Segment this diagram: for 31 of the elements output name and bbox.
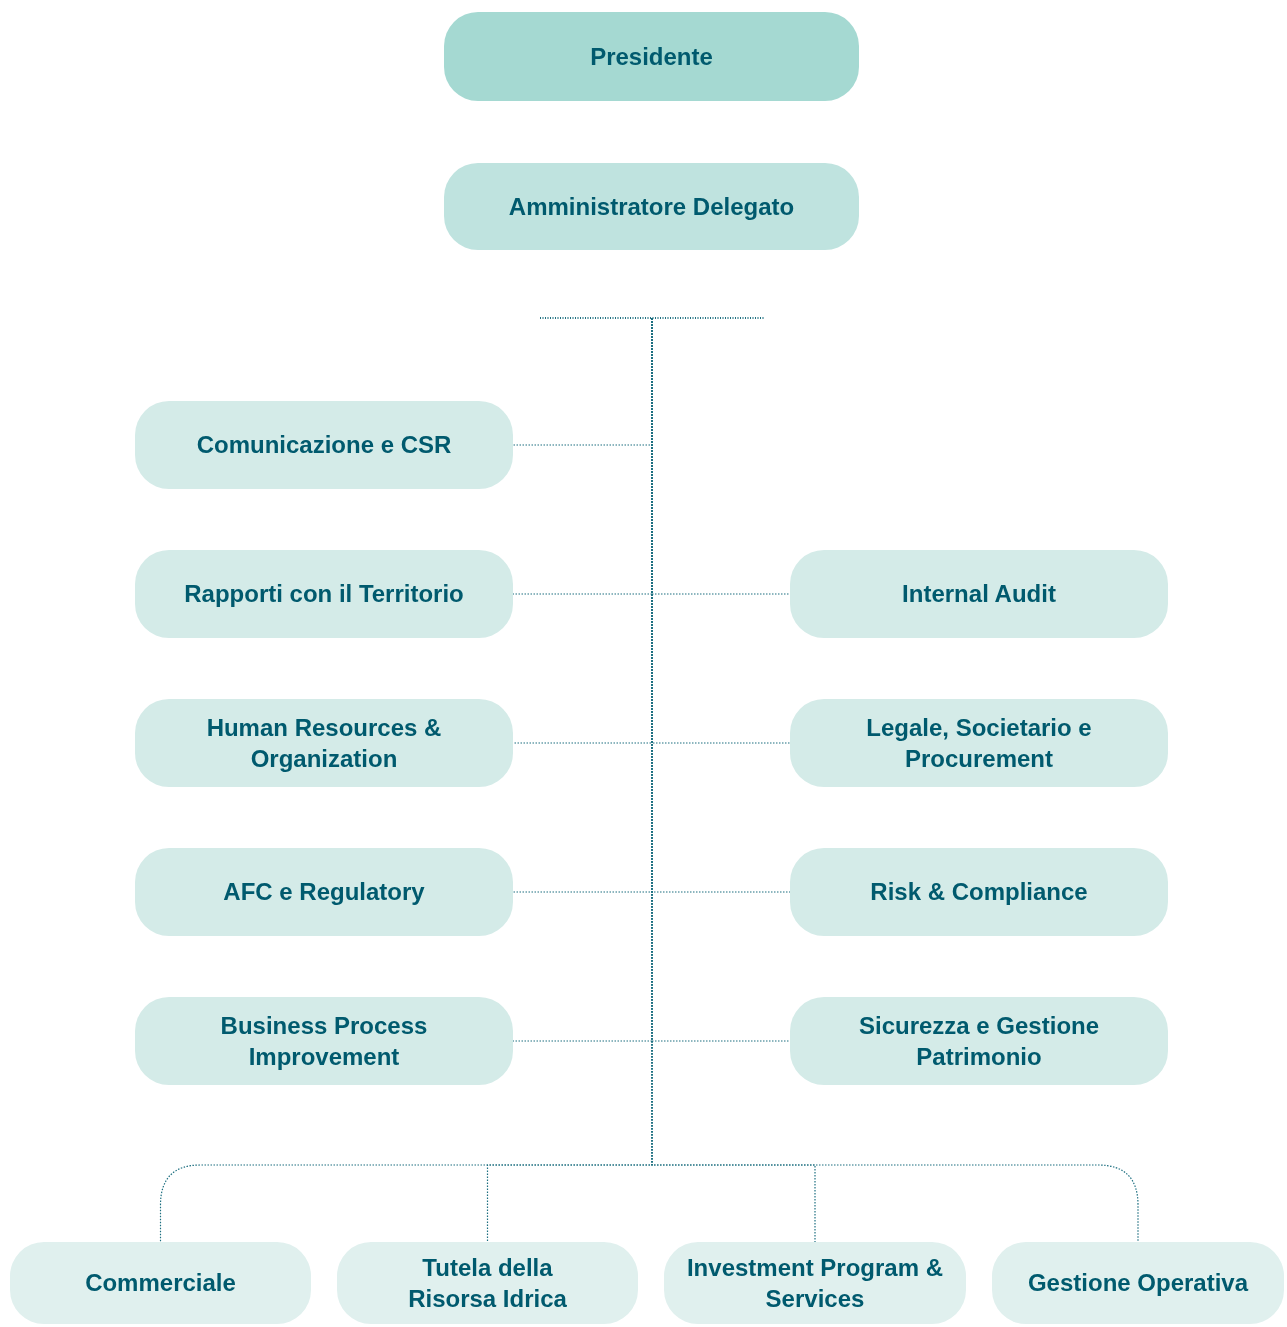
unit-name: Legale, Societario e Procurement [865,712,1093,774]
unit-name: Business Process Improvement [219,1010,429,1072]
unit-name: Human Resources & Organization [205,712,443,774]
unit-name: Amministratore Delegato [508,191,795,222]
org-unit-box [135,401,513,489]
org-unit-box [135,848,513,936]
org-unit-box [444,163,859,250]
unit-name: Comunicazione e CSR [196,430,452,461]
org-unit-box [790,699,1168,787]
org-unit-box [992,1242,1284,1324]
org-unit-box [790,848,1168,936]
org-unit-box [790,550,1168,638]
org-unit-box [135,550,513,638]
org-unit-box [444,12,859,101]
connector-line [651,317,1139,1243]
org-unit-box [664,1242,966,1324]
org-unit-box [135,699,513,787]
unit-name: AFC e Regulatory [223,877,425,908]
unit-name: Presidente [590,41,713,72]
unit-name: Sicurezza e Gestione Patrimonio [857,1010,1101,1072]
unit-name: Gestione Operativa [1027,1268,1249,1299]
unit-name: Risk & Compliance [870,877,1088,908]
org-unit-box [337,1242,638,1324]
unit-name: Internal Audit [902,579,1056,610]
unit-name: Rapporti con il Territorio [184,579,464,610]
unit-name: Tutela della Risorsa Idrica [407,1252,568,1314]
org-unit-box [790,997,1168,1085]
unit-name: Commerciale [85,1268,236,1299]
org-unit-box [10,1242,311,1324]
unit-name: Investment Program & Services [685,1252,945,1314]
org-unit-box [135,997,513,1085]
